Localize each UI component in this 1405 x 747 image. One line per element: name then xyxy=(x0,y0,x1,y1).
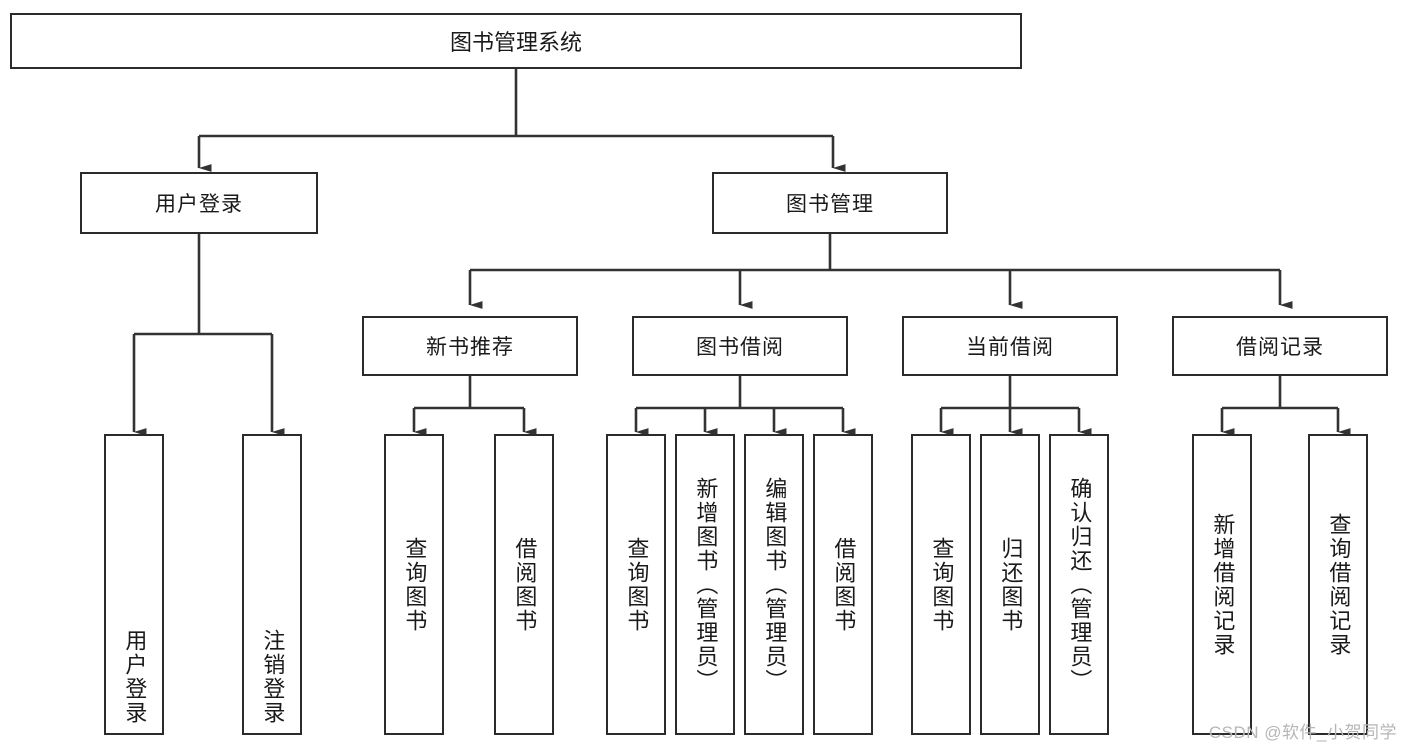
leaf-user-login-logout[interactable]: 注销登录 xyxy=(242,434,302,735)
leaf-label: 注销登录 xyxy=(260,629,286,725)
node-borrow-record[interactable]: 借阅记录 xyxy=(1172,316,1388,376)
node-book-borrow[interactable]: 图书借阅 xyxy=(632,316,848,376)
leaf-label: 归还图书 xyxy=(998,536,1024,633)
leaf-book-borrow-edit[interactable]: 编辑图书（管理员） xyxy=(744,434,804,735)
leaf-label: 新增借阅记录 xyxy=(1210,512,1236,657)
leaf-borrow-record-add[interactable]: 新增借阅记录 xyxy=(1192,434,1252,735)
leaf-book-borrow-borrow[interactable]: 借阅图书 xyxy=(813,434,873,735)
leaf-current-borrow-query[interactable]: 查询图书 xyxy=(911,434,971,735)
leaf-borrow-record-query[interactable]: 查询借阅记录 xyxy=(1308,434,1368,735)
watermark-text: CSDN @软件_小贺同学 xyxy=(1208,723,1397,742)
leaf-label: 查询图书 xyxy=(624,536,650,633)
leaf-label: 用户登录 xyxy=(122,629,148,725)
leaf-book-borrow-add[interactable]: 新增图书（管理员） xyxy=(675,434,735,735)
leaf-label: 借阅图书 xyxy=(512,536,538,633)
node-user-login[interactable]: 用户登录 xyxy=(80,172,318,234)
leaf-current-borrow-confirm-return[interactable]: 确认归还（管理员） xyxy=(1049,434,1109,735)
node-current-borrow[interactable]: 当前借阅 xyxy=(902,316,1118,376)
leaf-user-login-login[interactable]: 用户登录 xyxy=(104,434,164,735)
leaf-label: 编辑图书（管理员） xyxy=(762,476,788,693)
leaf-label: 确认归还（管理员） xyxy=(1067,476,1093,693)
leaf-label: 查询图书 xyxy=(929,536,955,633)
leaf-label: 查询图书 xyxy=(402,536,428,633)
node-new-book-recommend[interactable]: 新书推荐 xyxy=(362,316,578,376)
leaf-label: 新增图书（管理员） xyxy=(693,476,719,693)
node-book-management[interactable]: 图书管理 xyxy=(712,172,948,234)
leaf-label: 查询借阅记录 xyxy=(1326,512,1352,657)
node-root[interactable]: 图书管理系统 xyxy=(10,13,1022,69)
leaf-label: 借阅图书 xyxy=(831,536,857,633)
leaf-current-borrow-return[interactable]: 归还图书 xyxy=(980,434,1040,735)
leaf-new-book-borrow[interactable]: 借阅图书 xyxy=(494,434,554,735)
leaf-book-borrow-query[interactable]: 查询图书 xyxy=(606,434,666,735)
leaf-new-book-query[interactable]: 查询图书 xyxy=(384,434,444,735)
